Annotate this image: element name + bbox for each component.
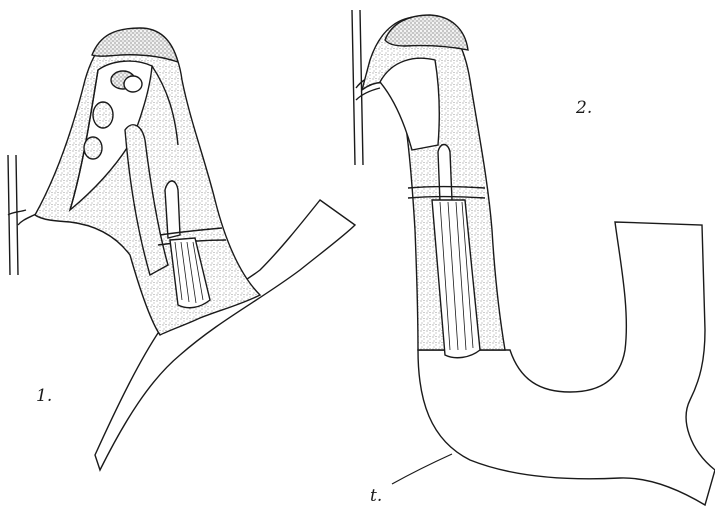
fig2-left-duct [352,10,363,165]
fig2-cap [385,15,468,50]
fig1-papilla [165,181,180,238]
t-leader-line [392,454,452,484]
fig1-cell-3 [93,102,113,128]
figure-1-drawing [8,28,355,470]
fig2-papilla [438,145,452,203]
fig1-cell-2 [124,76,142,92]
tube-label-t: t. [370,488,382,505]
fig1-cell-4 [84,137,102,159]
fig1-left-duct [8,155,18,275]
figure-1-label: 1. [36,388,52,405]
figure-2-label: 2. [576,100,592,117]
figure-2-drawing [352,10,715,505]
